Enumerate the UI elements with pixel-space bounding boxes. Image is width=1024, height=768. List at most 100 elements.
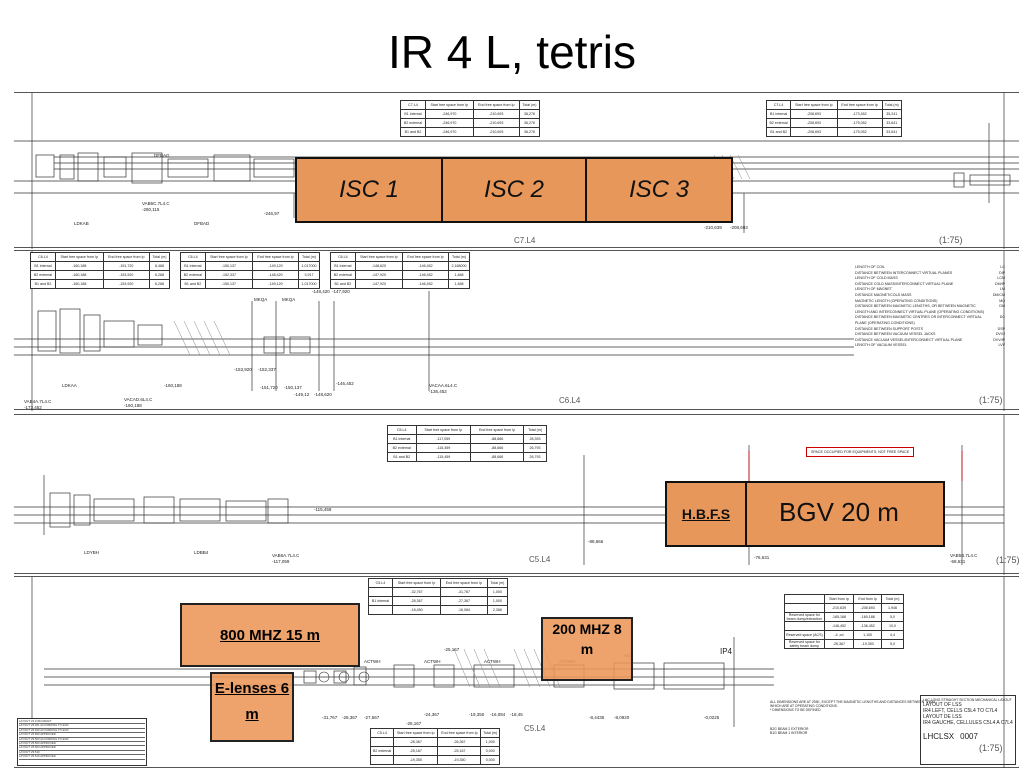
dim-s4-12: -25,167	[444, 647, 460, 652]
dim-s2-1: -153,920	[234, 367, 252, 372]
title-block-line: LAYOUT DE LSS	[923, 714, 962, 721]
drawing-lines-c6	[14, 251, 1005, 411]
dim-s3-1: -88,666	[588, 539, 604, 544]
dim-s2-8: -147,920	[332, 289, 350, 294]
dim-s4-4: -25,167	[406, 721, 422, 726]
dim-s1-b: -210,639	[704, 225, 722, 230]
isc-2-label: ISC 2	[483, 176, 545, 203]
dim-s1-c: -208,693	[730, 225, 748, 230]
dim-s4-11: -0,0225	[704, 715, 720, 720]
tag-vacaa: VACAA.6L4.C	[429, 383, 458, 388]
drawing-notes: ALL DIMENSIONS ARE AT 293K, EXCEPT THE M…	[770, 700, 945, 735]
legend-row: DISTANCE VACUUM VESSEL/INTERCONNECT VIRT…	[855, 337, 1005, 342]
drawing-number: LHCLSX	[923, 732, 955, 742]
tag-vacad: VACAD.6L4.C	[124, 397, 153, 402]
dim-s2-3: -151,720	[260, 385, 278, 390]
section-label-c7: C7.L4	[514, 236, 536, 245]
tag-actwh-1: ACTWH	[364, 659, 381, 664]
dim-s4-1: -28,367	[342, 715, 358, 720]
dim-s4-10: -8,0920	[614, 715, 630, 720]
revision-row: LAYOUT V6.503 APPROVED	[19, 746, 145, 751]
section-label-c6: C6.L4	[559, 396, 581, 405]
dim-s2-4: -150,137	[284, 385, 302, 390]
bgv-block: BGV 20 m	[745, 481, 945, 547]
dim-s2-7: -148,420	[312, 289, 330, 294]
rf-800mhz-block: 800 MHZ 15 m	[180, 603, 360, 667]
rf-200mhz-block: 200 MHZ 8 m	[541, 617, 633, 681]
dim-s2-9: -146,452	[336, 381, 354, 386]
tag-vab6c-pos: -280,115	[142, 207, 160, 212]
legend-row: DISTANCE BETWEEN INTERCONNECT VIRTUAL PL…	[855, 270, 1005, 275]
tag-vab6a-pos: -117,059	[272, 559, 290, 564]
dim-s2-2: -152,337	[258, 367, 276, 372]
legend-row: MAGNETIC LENGTH (OPERATING CONDITIONS)MQ	[855, 298, 1005, 303]
dim-s4-0: -31,767	[322, 715, 338, 720]
isc-2-block: ISC 2	[441, 157, 587, 223]
tag-ldkaa: LDKAA	[62, 383, 77, 388]
tag-dfbag: DFBAG	[154, 153, 170, 158]
dim-s4-9: -8,4435	[589, 715, 605, 720]
tag-vab6c: VAB6C.7L4.C	[142, 201, 170, 206]
dim-s3-0: -115,459	[314, 507, 332, 512]
revision-row: LAYOUT V6.510 APPROVED	[19, 754, 145, 760]
tag-vab4a-pos: -173,452	[24, 405, 42, 410]
rf-800mhz-label: 800 MHZ 15 m	[219, 627, 321, 644]
title-block-line: LHC LONG STRAIGHT SECTION MECHANICAL LAY…	[923, 698, 1012, 702]
hbfs-block: H.B.F.S	[665, 481, 747, 547]
note-line: B1G BEAM 1 INTERIOR	[770, 730, 808, 735]
scale-label-c5-ip: (1:75)	[979, 743, 1003, 753]
revision-row: LAYOUT V6.503 ACCORDING TO ECR	[19, 737, 145, 743]
revision-row: LAYOUT V6.503 APPROVED	[19, 741, 145, 747]
drawing-title-block: LHC LONG STRAIGHT SECTION MECHANICAL LAY…	[920, 695, 1016, 765]
dim-s4-8: -18,45	[510, 712, 523, 717]
dim-s2-6: -148,620	[314, 392, 332, 397]
isc-3-block: ISC 3	[585, 157, 733, 223]
space-occupied-note: SPACE OCCUPIED FOR EQUIPMENTS. NOT FREE …	[806, 447, 915, 457]
tag-actwh-2: ACTWH	[424, 659, 441, 664]
scale-label-c5: (1:75)	[996, 555, 1020, 565]
slide-title: IR 4 L, tetris	[388, 26, 636, 78]
isc-1-block: ISC 1	[295, 157, 443, 223]
tag-dfbad: DFBAD	[194, 221, 210, 226]
bgv-label: BGV 20 m	[779, 497, 899, 527]
ip4-label: IP4	[720, 647, 733, 656]
note-line: B2G BEAM 2 EXTERIOR	[770, 726, 809, 731]
scale-label-c6: (1:75)	[979, 395, 1003, 405]
revision-row: LAYOUT V6.400 ACCORDING TO ECR	[19, 728, 145, 734]
dim-s3-2: -76,631	[754, 555, 770, 560]
legend-row: DISTANCE BETWEEN MAGNETIC LENGTHS, OR BE…	[855, 304, 1005, 314]
rf-200mhz-label: 200 MHZ 8 m	[552, 621, 622, 657]
tag-ldbb4: LDBB4	[194, 550, 209, 555]
dim-s4-6: -19,350	[469, 712, 485, 717]
legend-row: DISTANCE COLD MASS/INTERCONNECT VIRTUAL …	[855, 281, 1005, 286]
drawing-sheet: 0007	[960, 732, 978, 742]
tag-vab5b-pos: -58,631	[950, 559, 966, 564]
title-block-line: IR4 GAUCHE, CELLULES C5L4 A C7L4	[923, 720, 1013, 727]
tag-mkqa-1: MKQA	[254, 297, 268, 302]
dim-s1-a: -246,97	[264, 211, 280, 216]
title-block-line: IR4 LEFT, CELLS C5L4 TO C7L4	[923, 708, 998, 715]
isc-1-label: ISC 1	[338, 176, 400, 203]
tag-vab6a: VAB6A.7L4.C	[272, 553, 300, 558]
e-lenses-label: E-lenses 6 m	[214, 680, 290, 723]
scale-label-c7: (1:75)	[939, 235, 963, 245]
tag-ldkab: LDKAB	[74, 221, 89, 226]
dim-s4-7: -16,084	[490, 712, 506, 717]
hbfs-label: H.B.F.S	[681, 506, 731, 522]
dim-s2-5: -149,12	[294, 392, 310, 397]
dim-s4-2: -27,567	[364, 715, 380, 720]
revision-row: LAYOUT V6.301 ACCORDING TO ECR	[19, 724, 145, 729]
